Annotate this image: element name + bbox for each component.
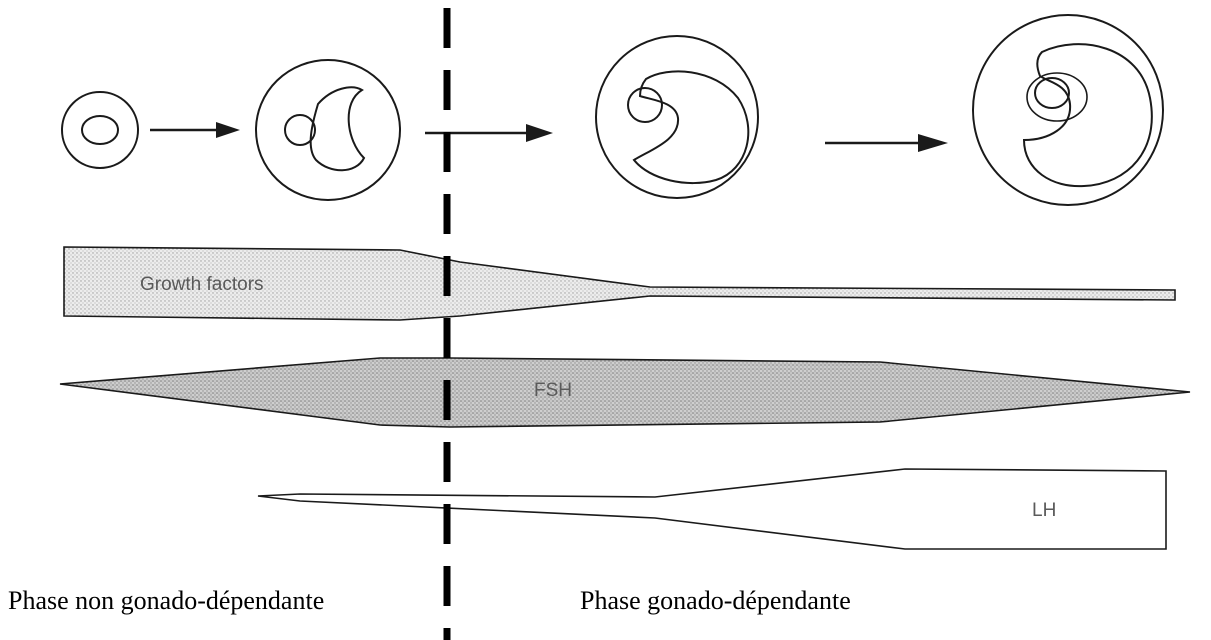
follicle-stage-3: [596, 36, 758, 198]
follicle-2-antrum: [311, 87, 364, 170]
arrow-1: [150, 122, 240, 138]
follicle-stage-1: [62, 92, 138, 168]
phase-label-left: Phase non gonado-dépendante: [8, 586, 324, 616]
follicle-2-oocyte: [285, 115, 315, 145]
lh-label: LH: [1032, 500, 1056, 521]
follicle-4-antrum: [1024, 44, 1152, 186]
phase-label-right: Phase gonado-dépendante: [580, 586, 851, 616]
lh-shape: [258, 469, 1166, 549]
follicle-2-outer: [256, 60, 400, 200]
fsh-label: FSH: [534, 380, 572, 401]
fsh-band: FSH: [60, 358, 1190, 427]
follicle-stage-2: [256, 60, 400, 200]
follicle-1-outer: [62, 92, 138, 168]
follicle-stage-4: [973, 15, 1163, 205]
lh-band: LH: [258, 469, 1166, 549]
follicle-3-oocyte: [628, 88, 662, 122]
growth-factors-band: Growth factors: [64, 247, 1175, 320]
arrow-3: [825, 134, 948, 152]
growth-factors-label: Growth factors: [140, 274, 264, 295]
follicle-4-outer: [973, 15, 1163, 205]
fsh-shape: [60, 358, 1190, 427]
follicle-1-oocyte: [82, 116, 118, 144]
